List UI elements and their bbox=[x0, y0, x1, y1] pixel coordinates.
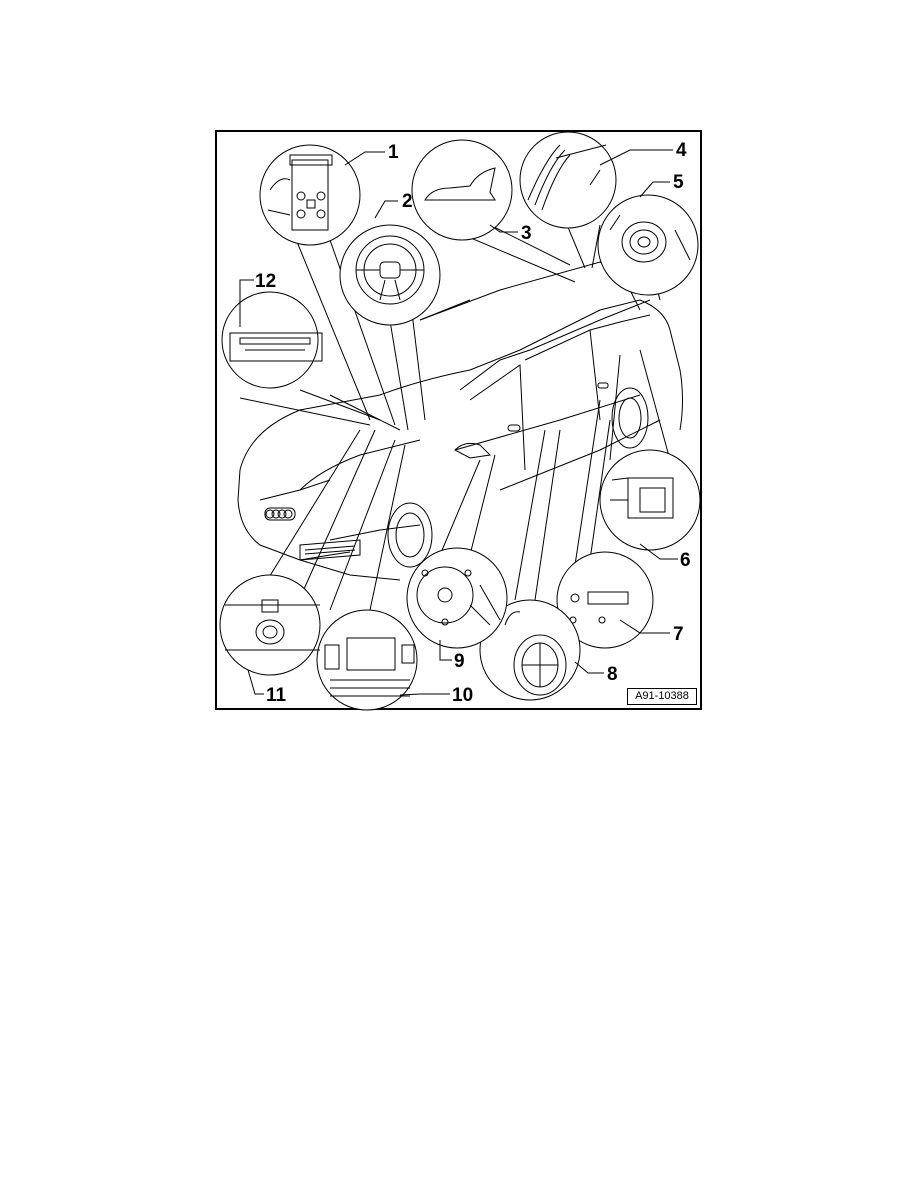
callout-12: 12 bbox=[255, 271, 277, 292]
detail-3-roof-antenna bbox=[411, 139, 513, 241]
detail-8-subwoofer bbox=[479, 599, 581, 701]
detail-9-door-speaker bbox=[406, 547, 508, 649]
callout-3: 3 bbox=[521, 223, 532, 244]
detail-10-display bbox=[316, 609, 418, 711]
car-outline bbox=[237, 261, 683, 581]
detail-4-window-antenna bbox=[519, 131, 617, 229]
callout-4: 4 bbox=[676, 140, 687, 161]
detail-5-speaker bbox=[597, 194, 699, 296]
detail-11-center-speaker bbox=[219, 574, 321, 676]
detail-1-control-unit bbox=[259, 144, 361, 246]
callout-5: 5 bbox=[673, 172, 684, 193]
callout-2: 2 bbox=[402, 191, 413, 212]
detail-views bbox=[219, 131, 701, 711]
callout-1: 1 bbox=[388, 142, 399, 163]
detail-2-steering-wheel bbox=[339, 224, 441, 326]
callout-10: 10 bbox=[452, 685, 474, 706]
callout-8: 8 bbox=[607, 664, 618, 685]
callout-7: 7 bbox=[673, 624, 684, 645]
callout-ticks bbox=[239, 149, 678, 696]
callout-9: 9 bbox=[454, 651, 465, 672]
callout-6: 6 bbox=[680, 550, 691, 571]
detail-12-radio-unit bbox=[221, 291, 323, 389]
detail-6-module bbox=[599, 449, 701, 551]
detail-7-control-unit bbox=[556, 551, 654, 649]
figure-reference-code: A91-10388 bbox=[627, 688, 697, 705]
callout-11: 11 bbox=[266, 685, 287, 706]
